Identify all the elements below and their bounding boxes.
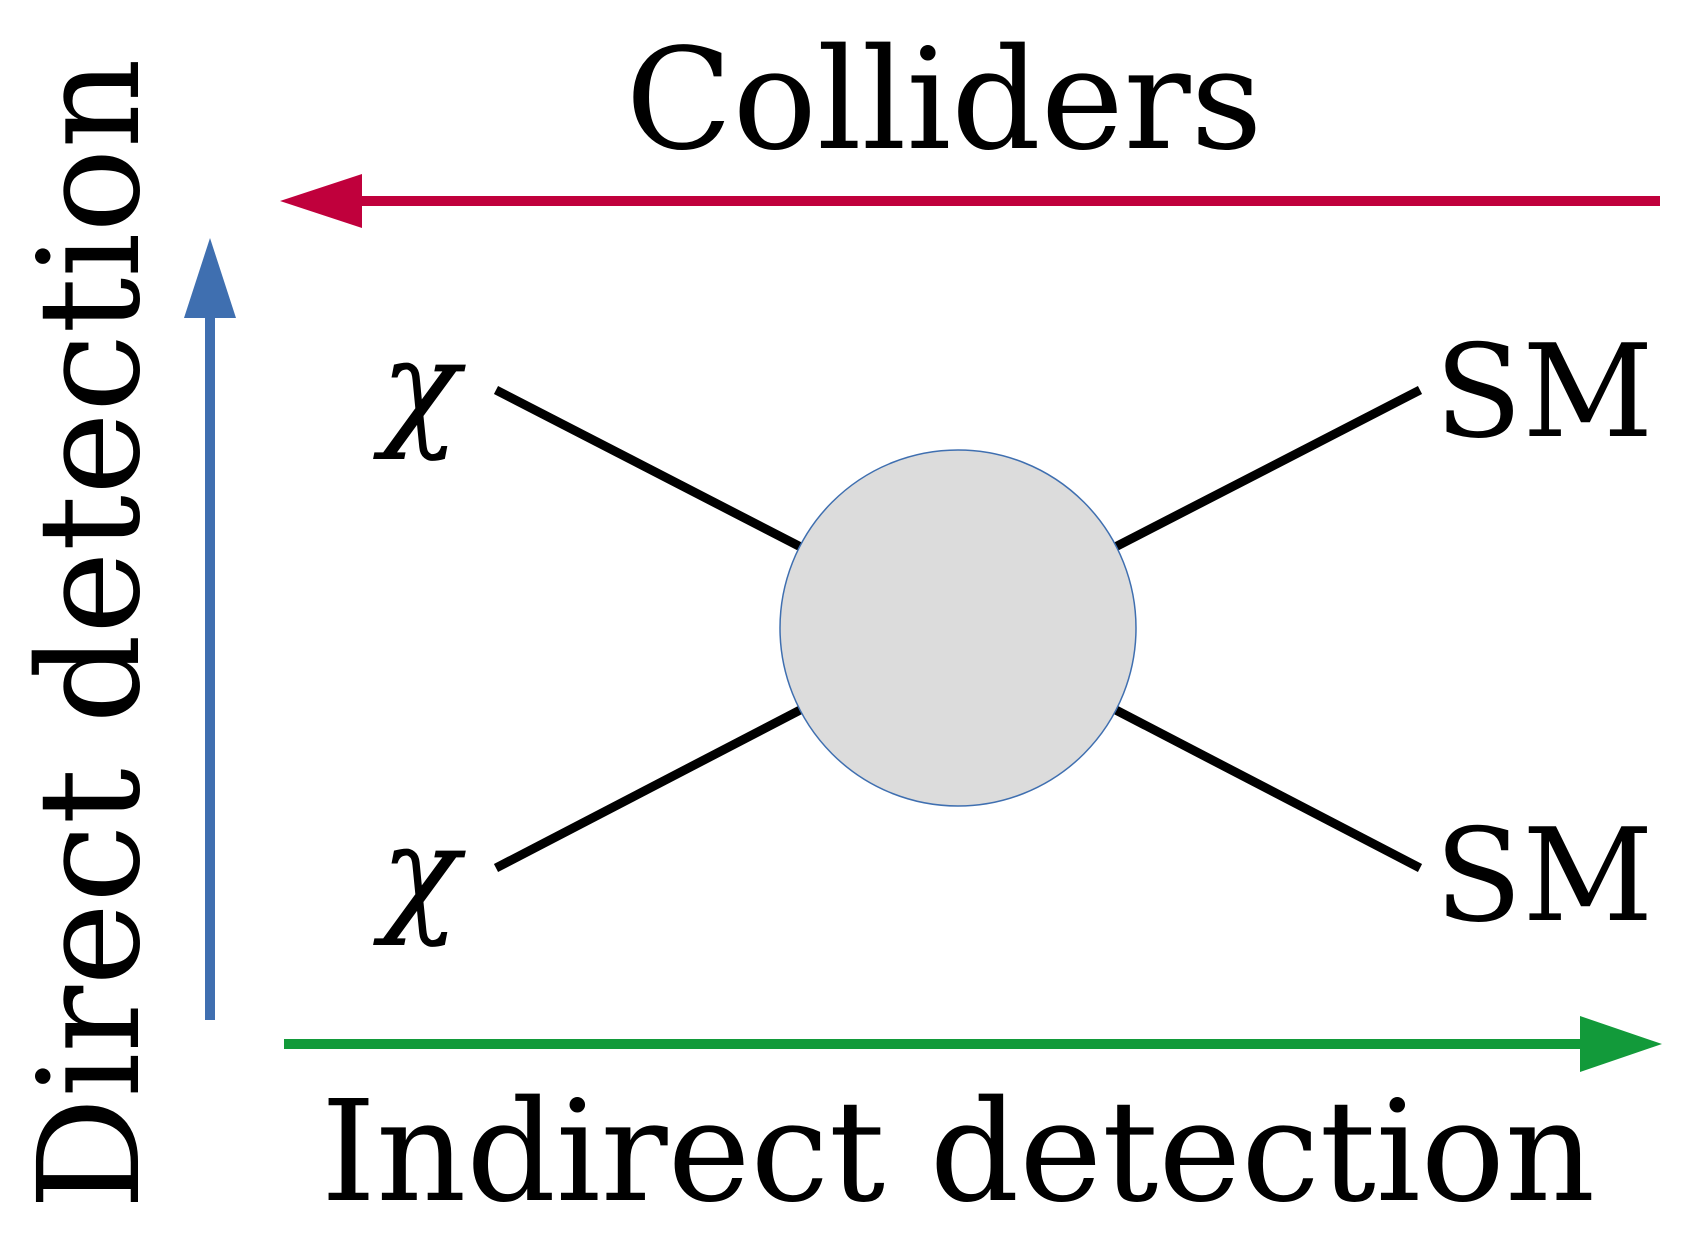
- interaction-vertex: [779, 449, 1137, 807]
- colliders-arrow-head: [280, 174, 362, 228]
- indirect-detection-arrow: [284, 1016, 1662, 1072]
- colliders-arrow: [280, 174, 1660, 228]
- direct-detection-label: Direct detection: [9, 58, 172, 1209]
- particle-label-chi-bottom: χ: [373, 797, 467, 949]
- particle-label-chi-top: χ: [373, 311, 467, 463]
- indirect-detection-label: Indirect detection: [321, 1071, 1595, 1234]
- direct-detection-arrow: [184, 238, 236, 1020]
- direct-detection-arrow-head: [184, 238, 236, 318]
- indirect-detection-arrow-head: [1580, 1016, 1662, 1072]
- particle-label-sm-top: SM: [1435, 318, 1654, 467]
- colliders-label: Colliders: [626, 19, 1263, 182]
- particle-label-sm-bottom: SM: [1435, 802, 1654, 951]
